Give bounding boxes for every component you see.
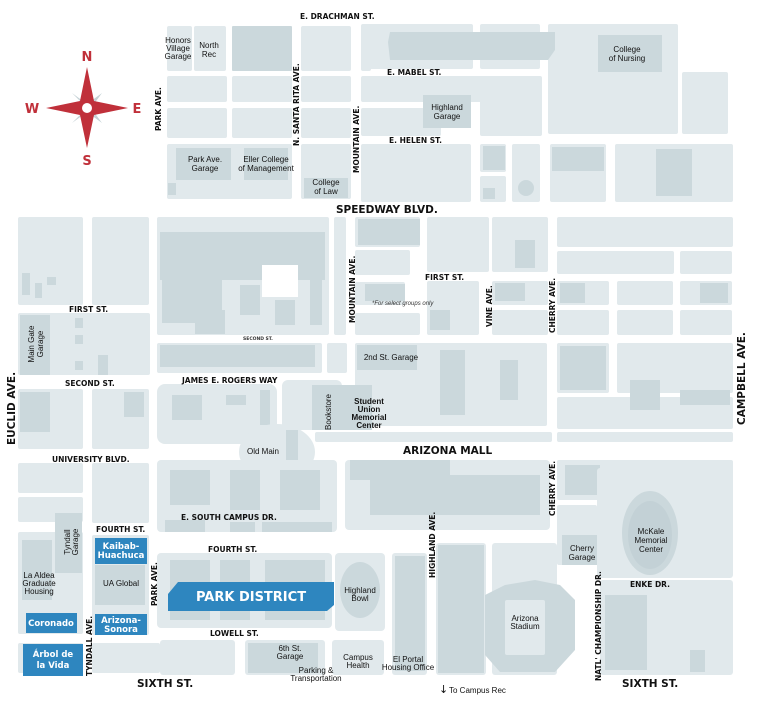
street-campbell: CAMPBELL AVE. bbox=[736, 332, 748, 425]
highlighted-zones[interactable]: PARK DISTRICT Kaibab-Huachuca Arizona-So… bbox=[23, 538, 334, 676]
park-district-zone bbox=[168, 582, 334, 611]
south-blocks bbox=[18, 460, 733, 675]
street-first-east: FIRST ST. bbox=[425, 273, 464, 282]
street-cherry-north: CHERRY AVE. bbox=[548, 278, 557, 333]
street-euclid: EUCLID AVE. bbox=[6, 372, 18, 445]
street-cherry-south: CHERRY AVE. bbox=[548, 461, 557, 516]
compass-east-letter: E bbox=[133, 102, 142, 117]
label-tyndall-garage: TyndallGarage bbox=[63, 528, 80, 555]
street-mountain-north: MOUNTAIN AVE. bbox=[352, 106, 361, 173]
street-park-ave-south: PARK AVE. bbox=[150, 562, 159, 606]
street-speedway: SPEEDWAY BLVD. bbox=[336, 204, 438, 216]
street-tyndall: TYNDALL AVE. bbox=[85, 616, 94, 676]
compass-south-letter: S bbox=[82, 154, 91, 169]
street-mabel: E. MABEL ST. bbox=[387, 68, 441, 77]
street-second-small: SECOND ST. bbox=[243, 336, 273, 342]
label-main-gate-garage: Main GateGarage bbox=[27, 325, 45, 362]
label-parking-transportation: Parking &Transportation bbox=[290, 666, 341, 683]
compass-north-letter: N bbox=[82, 50, 93, 65]
street-park-ave-north: PARK AVE. bbox=[154, 87, 163, 131]
street-natl-championship: NATL' CHAMPIONSHIP DR. bbox=[594, 571, 603, 681]
label-to-campus-rec: To Campus Rec bbox=[449, 686, 506, 695]
label-old-main: Old Main bbox=[247, 447, 279, 456]
street-fourth-west: FOURTH ST. bbox=[96, 525, 145, 534]
street-vine: VINE AVE. bbox=[485, 285, 494, 327]
arizona-sonora-zone bbox=[95, 614, 147, 635]
label-sixth-st-garage: 6th St.Garage bbox=[277, 644, 304, 661]
kaibab-huachuca-zone bbox=[95, 538, 147, 564]
to-campus-rec[interactable]: ↓ To Campus Rec bbox=[439, 683, 506, 696]
kaibab-huachuca-label: Kaibab-Huachuca bbox=[98, 542, 145, 561]
street-enke: ENKE DR. bbox=[630, 580, 670, 589]
street-santa-rita: N. SANTA RITA AVE. bbox=[292, 63, 301, 146]
street-university: UNIVERSITY BLVD. bbox=[52, 455, 130, 464]
street-highland-ave: HIGHLAND AVE. bbox=[428, 512, 437, 578]
street-sixth-east: SIXTH ST. bbox=[622, 678, 678, 690]
street-helen: E. HELEN ST. bbox=[389, 136, 442, 145]
street-fourth-east: FOURTH ST. bbox=[208, 545, 257, 554]
label-ua-global: UA Global bbox=[103, 579, 139, 588]
middle-blocks bbox=[18, 217, 733, 480]
street-rogers-way: JAMES E. ROGERS WAY bbox=[181, 376, 278, 385]
label-bookstore: Bookstore bbox=[324, 393, 333, 430]
note-select-groups: *For select groups only bbox=[372, 301, 434, 307]
arbol-de-la-vida-zone bbox=[23, 644, 83, 676]
coronado-zone bbox=[26, 613, 77, 633]
north-blocks bbox=[167, 24, 733, 202]
street-first-west: FIRST ST. bbox=[69, 305, 108, 314]
compass-rose: N S W E bbox=[25, 50, 142, 169]
street-lowell: LOWELL ST. bbox=[210, 629, 259, 638]
street-south-campus: E. SOUTH CAMPUS DR. bbox=[181, 513, 277, 522]
label-park-ave-garage: Park Ave.Garage bbox=[188, 155, 222, 173]
park-district-label: PARK DISTRICT bbox=[196, 590, 306, 605]
label-second-st-garage: 2nd St. Garage bbox=[364, 353, 419, 362]
down-arrow-icon: ↓ bbox=[439, 683, 448, 696]
street-labels: E. DRACHMAN ST. E. MABEL ST. E. HELEN ST… bbox=[6, 12, 748, 690]
street-second-west: SECOND ST. bbox=[65, 379, 115, 388]
compass-west-letter: W bbox=[25, 102, 39, 117]
street-arizona-mall: ARIZONA MALL bbox=[403, 445, 492, 457]
street-mountain-south: MOUNTAIN AVE. bbox=[348, 256, 357, 323]
arizona-sonora-label: Arizona-Sonora bbox=[101, 616, 141, 635]
street-drachman: E. DRACHMAN ST. bbox=[300, 12, 375, 21]
street-sixth-west: SIXTH ST. bbox=[137, 678, 193, 690]
coronado-label: Coronado bbox=[28, 619, 74, 629]
